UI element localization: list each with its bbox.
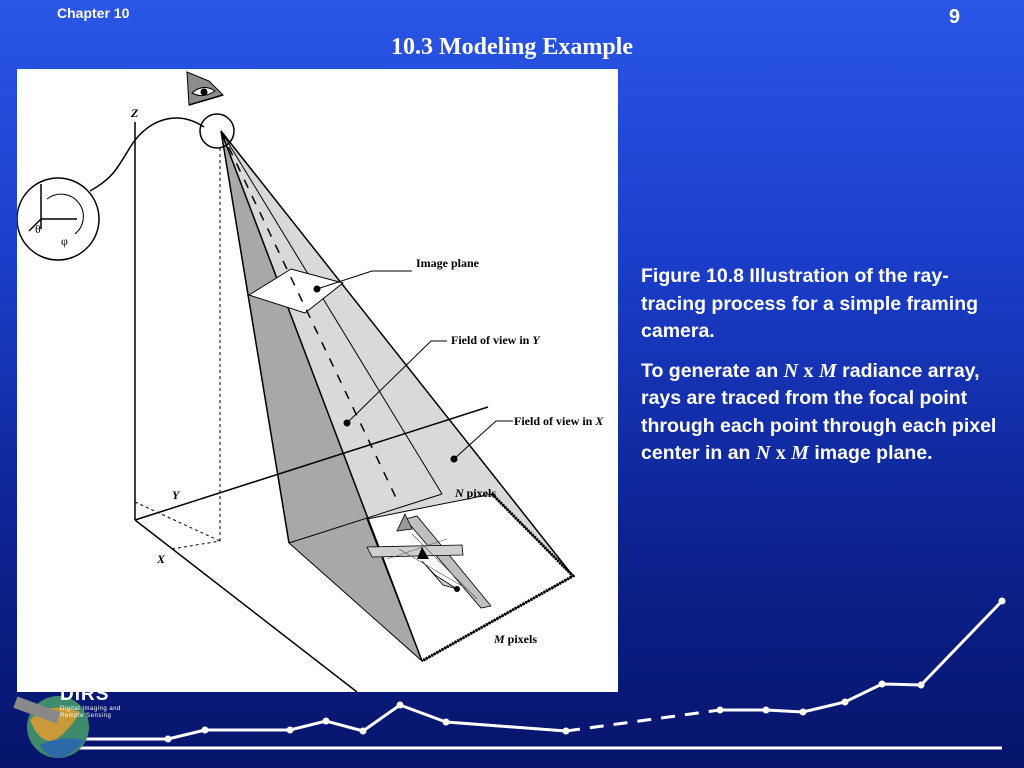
page-number: 9 <box>948 6 960 28</box>
aircraft-icon <box>366 513 492 609</box>
y-axis-label: Y <box>172 488 181 502</box>
z-axis-label: Z <box>130 106 139 120</box>
n-pixels-label: N pixels <box>454 486 496 500</box>
svg-text:φ: φ <box>61 234 68 248</box>
svg-text:θ: θ <box>35 222 41 236</box>
ray-tracing-figure: φ θ Z Y X Image plane Field of view in Y… <box>17 69 618 692</box>
logo-line-1: Digital Imaging and <box>60 706 121 712</box>
ray-tracing-diagram: φ θ Z Y X Image plane Field of view in Y… <box>17 71 604 692</box>
footer-sparkline-dashed <box>565 708 721 733</box>
m-pixels-label: M pixels <box>493 632 537 646</box>
eye-icon <box>186 71 224 106</box>
central-ray <box>220 130 400 505</box>
caption-title: Figure 10.8 Illustration of the ray-trac… <box>641 265 979 342</box>
axes-inset-icon: φ θ <box>17 177 100 261</box>
caption-body: To generate an N x M radiance array, ray… <box>641 359 997 465</box>
x-axis-label: X <box>156 552 166 566</box>
slide-title: 10.3 Modeling Example <box>390 34 633 60</box>
figure-caption: Figure 10.8 Illustration of the ray-trac… <box>641 263 1007 480</box>
ground-line-back <box>134 406 489 521</box>
footer-sparkline-a <box>60 703 567 741</box>
logo-line-2: Remote Sensing <box>60 713 112 719</box>
chapter-label: Chapter 10 <box>57 5 130 21</box>
image-plane-label: Image plane <box>416 256 480 270</box>
fov-y-label: Field of view in Y <box>451 333 541 347</box>
dirs-logo-globe <box>13 696 89 758</box>
image-plane <box>247 268 345 314</box>
fov-x-label: Field of view in X <box>514 414 604 428</box>
footer-sparkline-b <box>720 599 1004 714</box>
logo-name: DIRS <box>60 684 110 705</box>
focal-point-circle <box>199 113 235 149</box>
